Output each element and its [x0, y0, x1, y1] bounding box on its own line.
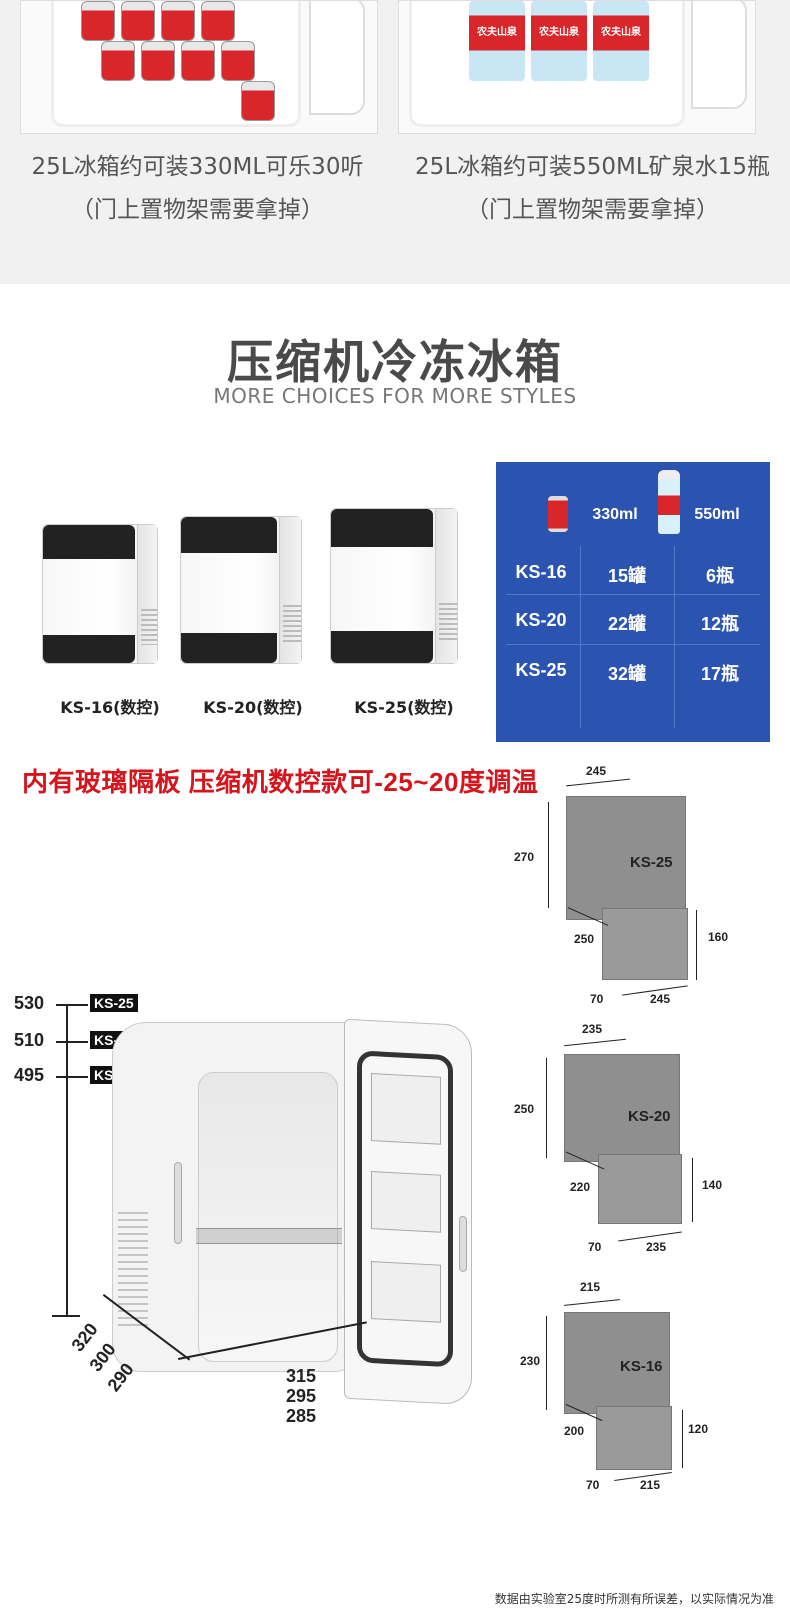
caption-bottles-line2: （门上置物架需要拿掉） [466, 197, 719, 223]
fridge-ks20-image [180, 516, 302, 664]
ks25-top-width: 245 [586, 764, 607, 778]
dimension-diagram-ks25: KS-25 245 270 160 250 70 245 [510, 760, 780, 1020]
fridge-ks16-image [42, 524, 158, 664]
row-ks20-model: KS-20 [515, 610, 567, 630]
ks16-upper-height: 230 [520, 1354, 541, 1368]
row-ks20-cans: 22罐 [607, 614, 647, 634]
row-ks16-bottles: 6瓶 [705, 566, 734, 586]
cans-photo [20, 0, 378, 134]
fridge-ks25-image [330, 508, 458, 664]
caption-cans-line2: （门上置物架需要拿掉） [71, 197, 324, 223]
ks25-lower-height: 160 [708, 930, 729, 944]
diagram-name-ks25: KS-25 [630, 854, 673, 871]
ks25-bottom-width: 245 [650, 992, 671, 1006]
row-ks25-bottles: 17瓶 [700, 664, 740, 684]
section-subtitle: MORE CHOICES FOR MORE STYLES [213, 384, 577, 408]
model-label-ks20: KS-20(数控) [203, 698, 303, 717]
height-scale-line [66, 1004, 68, 1316]
height-510: 510 [14, 1030, 45, 1050]
bottle-brand: 农夫山泉 [477, 27, 517, 38]
ks20-step: 70 [588, 1240, 602, 1254]
header-550ml: 550ml [694, 506, 740, 523]
width-285: 285 [286, 1406, 317, 1426]
diagram-name-ks20: KS-20 [628, 1108, 671, 1125]
height-495: 495 [14, 1065, 45, 1085]
section-title: 压缩机冷冻冰箱 [227, 335, 563, 389]
diagram-name-ks16: KS-16 [620, 1358, 663, 1375]
ks16-top-width: 215 [580, 1280, 601, 1294]
row-ks16-model: KS-16 [515, 562, 567, 582]
width-315: 315 [286, 1366, 317, 1386]
ks16-step: 70 [586, 1478, 600, 1492]
caption-bottles-line1: 25L冰箱约可装550ML矿泉水15瓶 [415, 154, 770, 180]
ks20-top-width: 235 [582, 1022, 603, 1036]
ks20-depth: 220 [570, 1180, 591, 1194]
caption-cans-line1: 25L冰箱约可装330ML可乐30听 [31, 154, 364, 180]
row-ks25-cans: 32罐 [607, 664, 647, 684]
feature-slogan: 内有玻璃隔板 压缩机数控款可-25~20度调温 [22, 767, 539, 797]
model-label-ks16: KS-16(数控) [60, 698, 160, 717]
row-ks25-model: KS-25 [515, 660, 567, 680]
ks16-depth: 200 [564, 1424, 585, 1438]
dimension-diagram-ks16: KS-16 215 230 120 200 70 215 [510, 1276, 780, 1526]
cola-can-icon [548, 496, 568, 532]
model-label-ks25: KS-25(数控) [354, 698, 454, 717]
capacity-table: 330ml 550ml KS-16 15罐 6瓶 KS-20 22罐 12瓶 K… [496, 462, 770, 742]
ks20-upper-height: 250 [514, 1102, 535, 1116]
ks20-bottom-width: 235 [646, 1240, 667, 1254]
footnote: 数据由实验室25度时所测有所误差，以实际情况为准 [494, 1592, 774, 1606]
dimension-diagram-ks20: KS-20 235 250 140 220 70 235 [510, 1018, 780, 1268]
width-295: 295 [286, 1386, 317, 1406]
header-330ml: 330ml [592, 506, 638, 523]
height-tag-ks25: KS-25 [90, 994, 138, 1012]
open-fridge-image [112, 1002, 484, 1406]
bottles-photo: 农夫山泉 农夫山泉 农夫山泉 [398, 0, 756, 134]
ks25-step: 70 [590, 992, 604, 1006]
row-ks20-bottles: 12瓶 [700, 614, 740, 634]
row-ks16-cans: 15罐 [607, 566, 647, 586]
ks25-upper-height: 270 [514, 850, 535, 864]
ks20-lower-height: 140 [702, 1178, 723, 1192]
ks16-lower-height: 120 [688, 1422, 709, 1436]
ks16-bottom-width: 215 [640, 1478, 661, 1492]
height-530: 530 [14, 993, 45, 1013]
ks25-depth: 250 [574, 932, 595, 946]
water-bottle-icon [658, 470, 680, 534]
